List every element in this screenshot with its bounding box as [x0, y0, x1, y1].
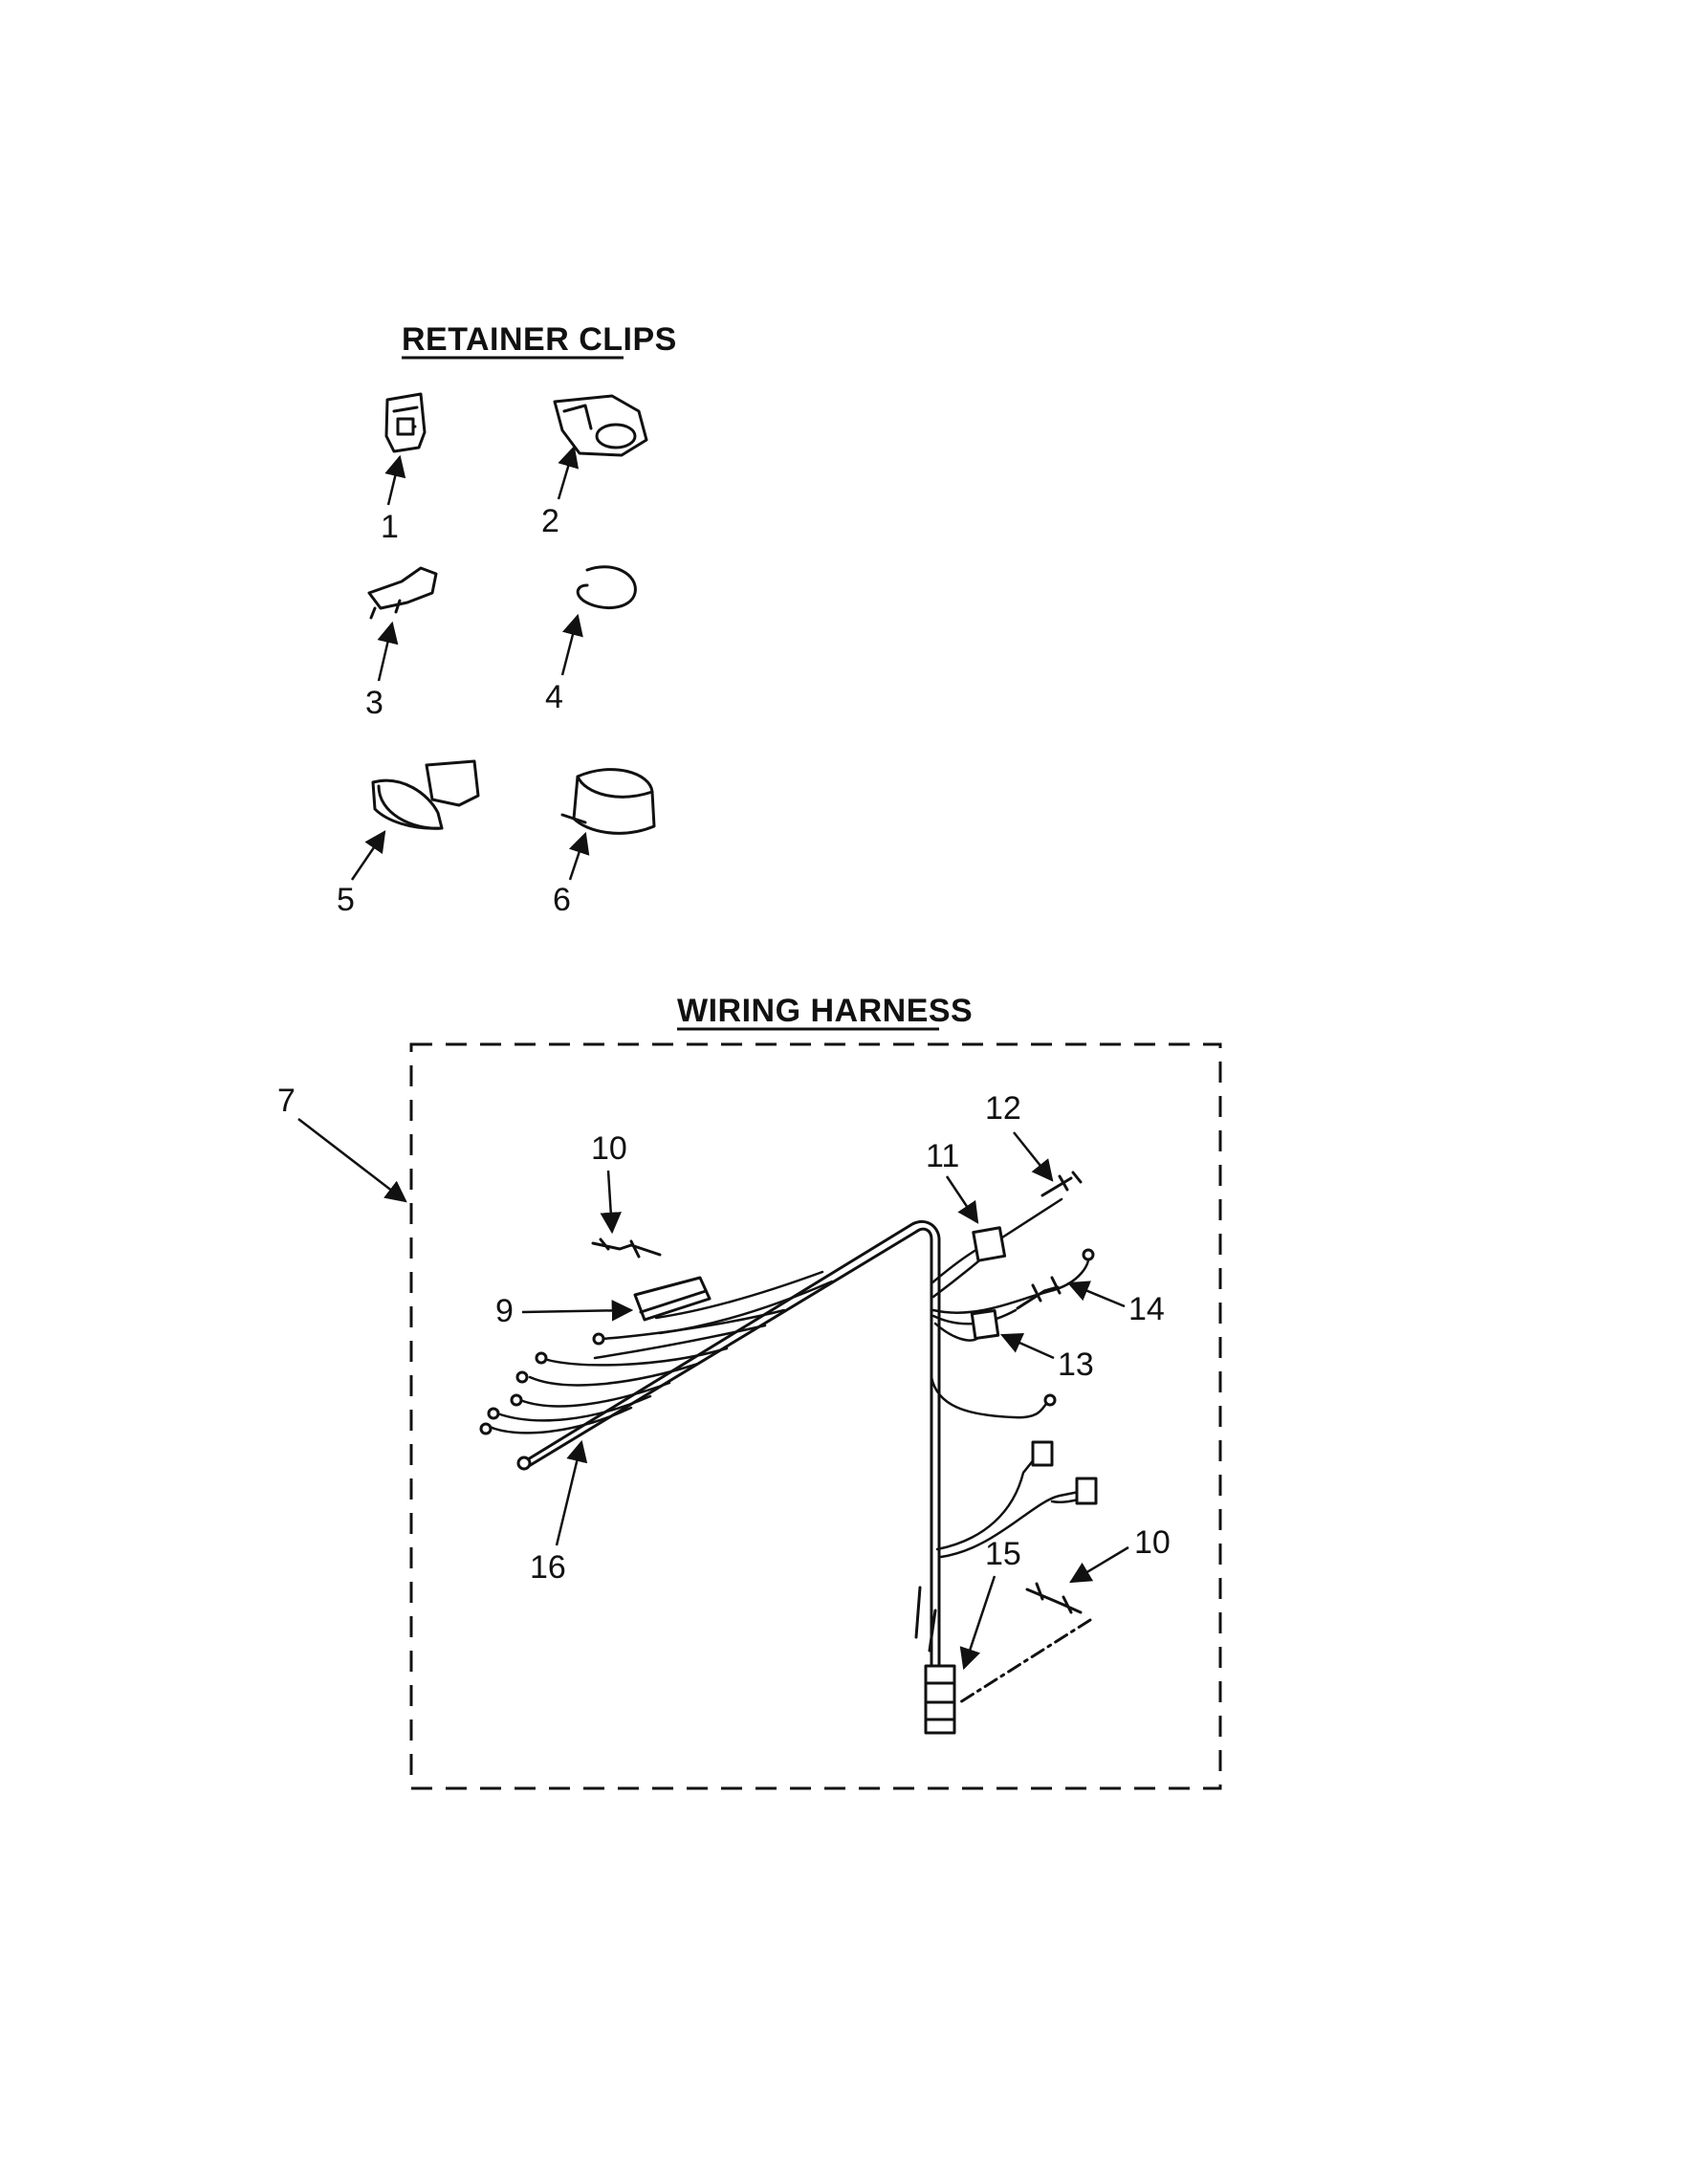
wiring-harness-title: WIRING HARNESS [677, 993, 973, 1029]
callout-13: 13 [1058, 1347, 1094, 1383]
callout-4: 4 [545, 679, 563, 715]
harness-lower-branch [935, 1440, 1098, 1559]
clip-3-part [367, 566, 438, 620]
wiring-harness-frame [409, 1042, 1222, 1790]
callout-13-leader [999, 1332, 1055, 1360]
callout-10-upper-leader [600, 1170, 622, 1235]
callout-10-lower: 10 [1134, 1524, 1171, 1561]
harness-trunk [522, 1219, 941, 1733]
connector-15 [924, 1664, 956, 1735]
callout-3: 3 [365, 685, 383, 721]
clip-6-leader [568, 831, 590, 881]
callout-9-leader [521, 1300, 634, 1322]
callout-2: 2 [541, 503, 559, 539]
clip-6-part [560, 768, 656, 835]
callout-16-leader [555, 1439, 588, 1546]
callout-6: 6 [553, 882, 571, 918]
clip-5-leader [350, 830, 386, 881]
terminal-10-upper [591, 1237, 662, 1259]
callout-16: 16 [530, 1549, 566, 1586]
callout-15: 15 [985, 1536, 1021, 1572]
callout-5: 5 [337, 882, 355, 918]
harness-trunk-end [516, 1456, 532, 1471]
clip-3-leader [377, 621, 399, 682]
terminal-12 [1040, 1171, 1083, 1197]
callout-10-upper: 10 [591, 1130, 627, 1167]
callout-1: 1 [381, 509, 399, 545]
callout-12-leader [1013, 1131, 1054, 1182]
callout-7-leader [297, 1118, 407, 1203]
clip-1-leader [384, 454, 406, 506]
callout-11: 11 [926, 1138, 959, 1174]
connector-13 [970, 1308, 1000, 1341]
harness-fan-wires [479, 1270, 834, 1435]
retainer-clips-title: RETAINER CLIPS [402, 321, 677, 358]
callout-12: 12 [985, 1090, 1021, 1127]
clip-4-part [576, 565, 637, 610]
callout-7: 7 [277, 1083, 296, 1119]
callout-11-leader [945, 1175, 979, 1224]
terminal-14 [1016, 1276, 1062, 1310]
callout-9: 9 [495, 1293, 514, 1329]
callout-14-leader [1066, 1281, 1126, 1308]
connector-9 [633, 1276, 712, 1322]
connector-11 [972, 1226, 1007, 1262]
callout-14: 14 [1128, 1291, 1165, 1327]
terminal-10-lower [958, 1582, 1092, 1704]
clip-2-part [553, 394, 648, 457]
harness-right-branch [930, 1197, 1095, 1419]
clip-1-part [384, 392, 427, 453]
clip-5-part [371, 759, 480, 830]
clip-4-leader [560, 613, 583, 676]
clip-2-leader [557, 445, 580, 500]
callout-15-leader [959, 1575, 996, 1671]
callout-10-lower-leader [1069, 1545, 1129, 1584]
